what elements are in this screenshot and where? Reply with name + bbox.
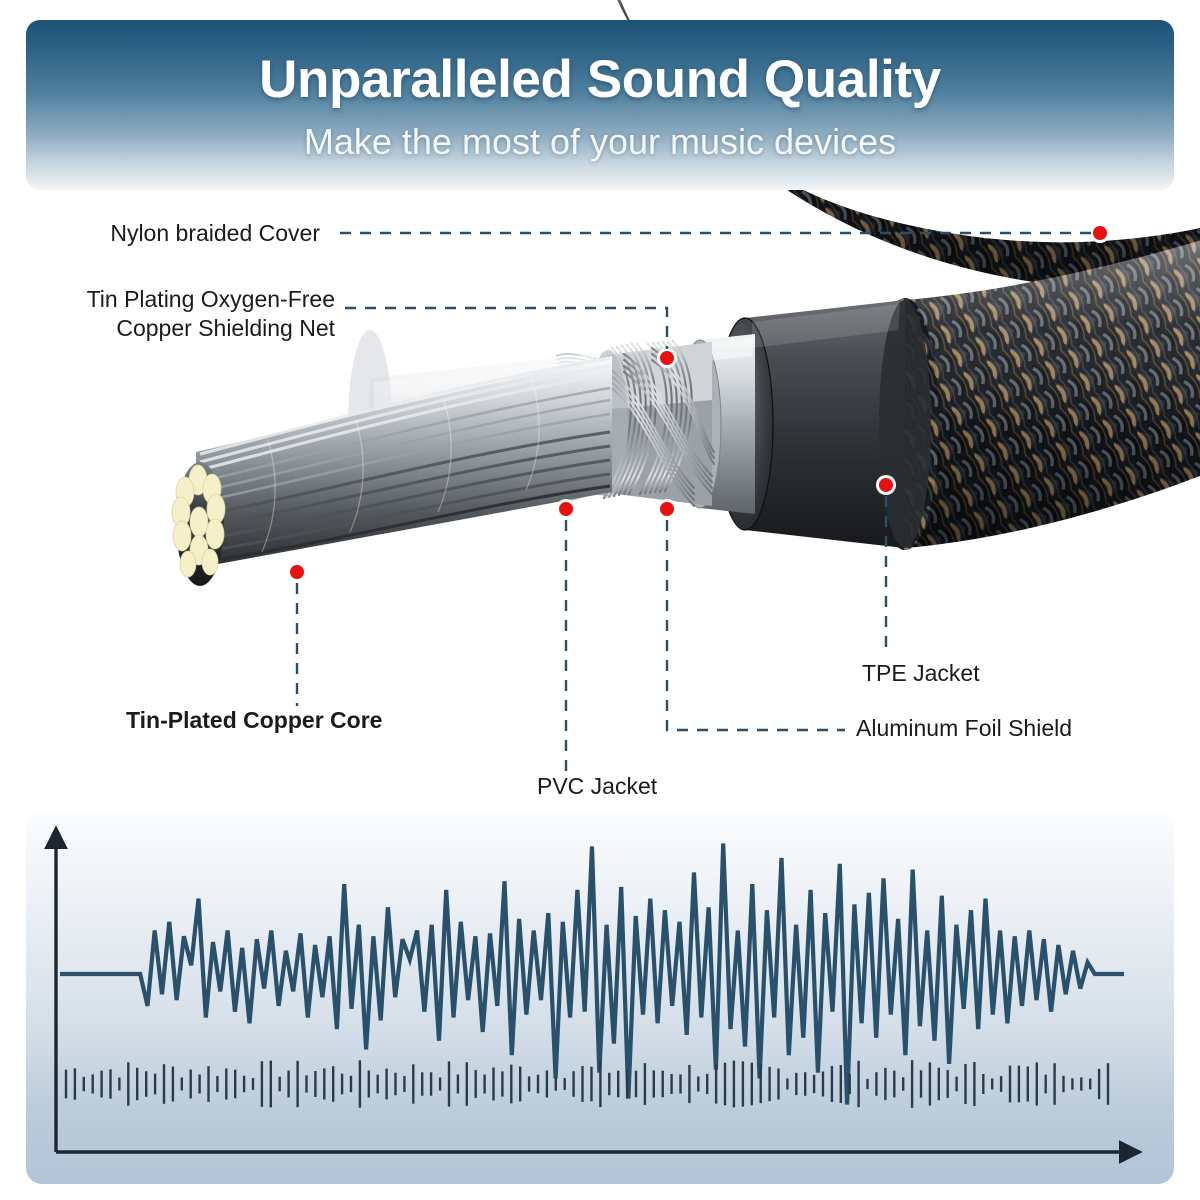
- audio-waveform-chart: [44, 825, 1143, 1164]
- callout-markers: [287, 223, 1110, 582]
- header-banner: Unparalleled Sound Quality Make the most…: [26, 20, 1174, 190]
- page-title: Unparalleled Sound Quality: [259, 50, 941, 109]
- marker-pvc-jacket: [556, 499, 576, 519]
- page-subtitle: Make the most of your music devices: [303, 121, 897, 162]
- label-shielding-net-line1: Tin Plating Oxygen-Free: [86, 286, 335, 312]
- marker-shielding-net: [657, 348, 677, 368]
- label-shielding-net-line2: Copper Shielding Net: [116, 315, 335, 341]
- waveform-trace: [60, 843, 1124, 1105]
- marker-copper-core: [287, 562, 307, 582]
- marker-tpe-jacket: [876, 475, 896, 495]
- leader-shielding-net: [345, 306, 669, 349]
- marker-foil-shield: [657, 499, 677, 519]
- cable-cutaway-illustration: [171, 0, 1200, 586]
- callout-leader-lines: [295, 231, 1092, 772]
- label-aluminum-foil-shield: Aluminum Foil Shield: [856, 715, 1073, 741]
- marker-nylon-braid: [1090, 223, 1110, 243]
- label-nylon-braided-cover: Nylon braided Cover: [110, 220, 320, 246]
- waveform-panel: [26, 812, 1174, 1184]
- twisted-wire-bundle: [196, 356, 612, 568]
- leader-foil-shield: [665, 520, 845, 732]
- label-tpe-jacket: TPE Jacket: [862, 660, 980, 686]
- copper-core-cross-section: [171, 462, 226, 586]
- level-meter-ticks: [64, 1060, 1110, 1108]
- label-pvc-jacket: PVC Jacket: [537, 773, 658, 799]
- label-tin-plated-copper-core: Tin-Plated Copper Core: [126, 707, 383, 733]
